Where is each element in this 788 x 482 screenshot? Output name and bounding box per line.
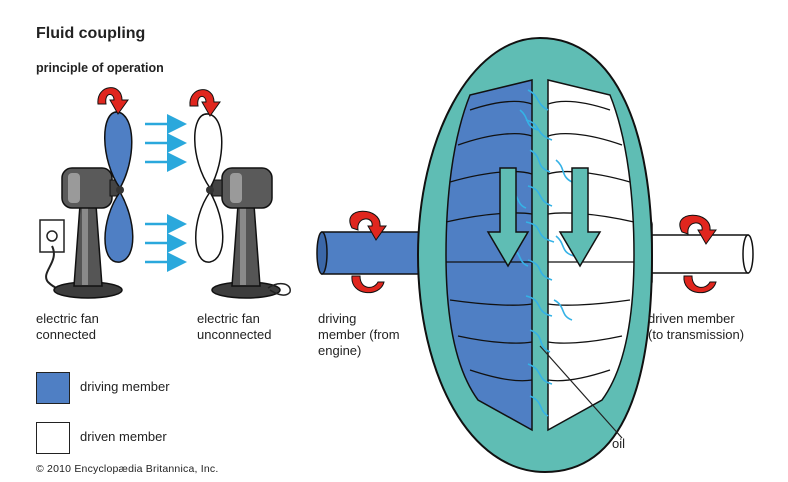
label-driving-member: driving member (from engine) <box>318 311 400 358</box>
label-fan-unconnected: electric fan unconnected <box>197 311 272 342</box>
label-fan-connected: electric fan connected <box>36 311 99 342</box>
page-title: Fluid coupling <box>36 25 146 42</box>
fluid-flow-arrow-icon <box>486 167 602 268</box>
driven-turbine <box>547 79 635 432</box>
legend-label-driven: driven member <box>80 429 167 444</box>
airflow-arrow-icon <box>145 114 187 272</box>
page-subtitle: principle of operation <box>36 61 164 75</box>
fan-blade-driven <box>194 113 223 190</box>
electric-fan-unconnected <box>189 89 291 299</box>
electric-fan-connected <box>39 87 134 299</box>
rotation-arrow-icon <box>189 89 221 117</box>
legend-swatch-driving <box>36 372 70 404</box>
oil-streaks <box>509 89 575 417</box>
rotation-arrow-icon <box>679 214 717 245</box>
label-oil: oil <box>612 436 626 451</box>
oil-leader-line <box>539 345 623 439</box>
label-driven-member: driven member (to transmission) <box>648 311 745 342</box>
legend-label-driving: driving member <box>80 379 170 394</box>
legend-swatch-driven <box>36 422 70 454</box>
rotation-arrow-icon <box>349 210 387 241</box>
copyright-notice: © 2010 Encyclopædia Britannica, Inc. <box>36 463 219 475</box>
rotation-arrow-icon <box>97 87 129 115</box>
